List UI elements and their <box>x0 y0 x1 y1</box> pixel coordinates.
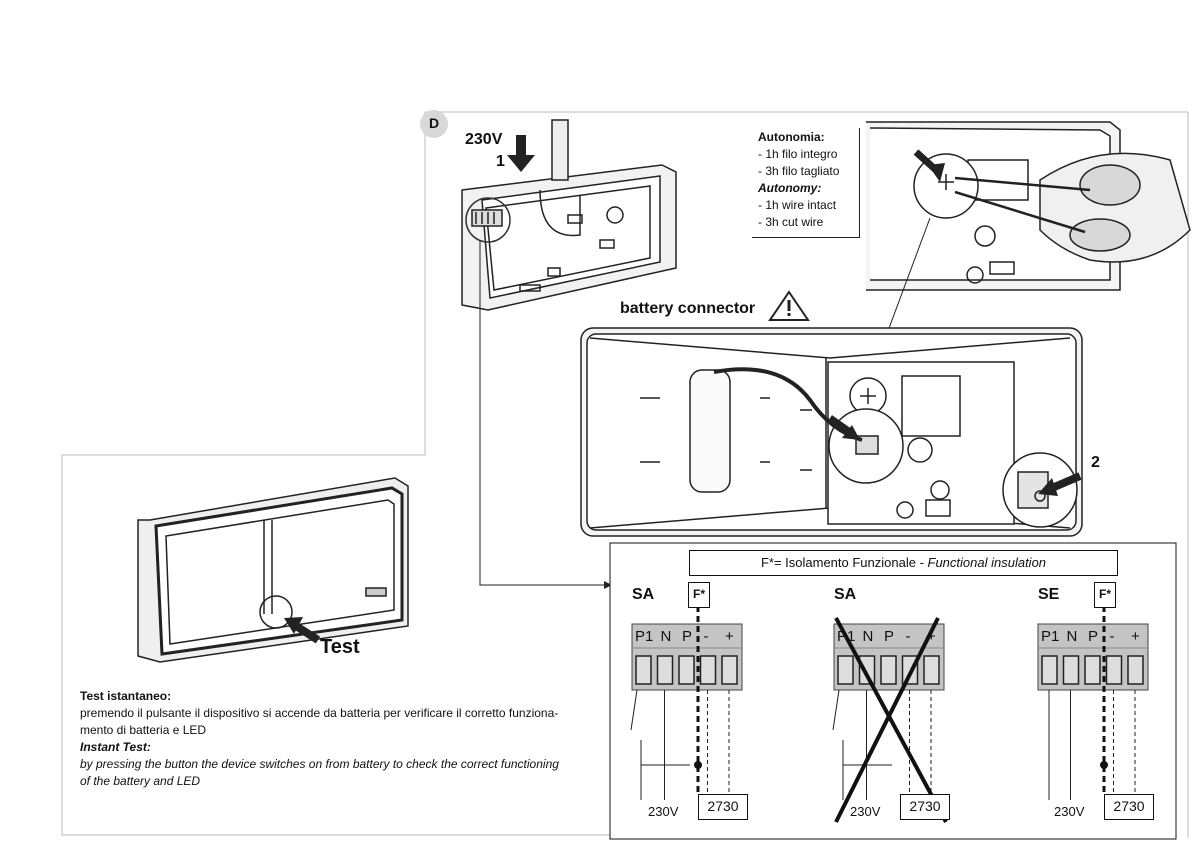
voltage-label: 230V <box>465 131 503 148</box>
wiring-diagram-1 <box>630 606 743 800</box>
step-1-label: 1 <box>496 153 505 170</box>
terminal-slot <box>635 655 652 685</box>
test-description: Test istantaneo: premendo il pulsante il… <box>80 688 559 790</box>
terminal-slot <box>1041 655 1058 685</box>
terminal-label: + <box>725 628 734 645</box>
autonomy-en-title: Autonomy: <box>758 181 822 195</box>
terminal-slot <box>699 655 717 685</box>
test-en-title: Instant Test: <box>80 740 151 754</box>
terminal-label: P1 <box>1041 628 1060 645</box>
terminal-label: - <box>703 628 709 645</box>
test-it-line: mento di batteria e LED <box>80 723 207 737</box>
arrow-test-icon <box>284 617 321 644</box>
leader-line <box>479 240 604 586</box>
voltage-label: 230V <box>648 804 679 819</box>
terminal-slot <box>1105 655 1123 685</box>
wiring-diagram-3 <box>1037 606 1149 800</box>
terminal-label: N <box>660 628 672 645</box>
step-2-label: 2 <box>1091 454 1100 471</box>
test-label: Test <box>320 636 360 658</box>
arrow-left-icon <box>1038 472 1082 496</box>
test-it-title: Test istantaneo: <box>80 689 172 703</box>
cut-wire-illustration <box>866 121 1191 291</box>
terminal-label: P1 <box>837 628 856 645</box>
device-code-label: 2730 <box>1113 798 1145 814</box>
functional-insulation-header: F*= Isolamento Funzionale - Functional i… <box>689 550 1118 576</box>
test-en-line: by pressing the button the device switch… <box>80 757 559 771</box>
device-code-box: 2730 <box>900 794 950 820</box>
terminal-label: + <box>927 628 936 645</box>
terminal-slot <box>880 655 897 685</box>
mode-label: SA <box>632 586 655 603</box>
f-star-label: F* <box>693 587 705 601</box>
voltage-label: 230V <box>850 804 881 819</box>
autonomy-it-title: Autonomia: <box>758 130 825 144</box>
terminal-label: - <box>1109 628 1115 645</box>
test-it-line: premendo il pulsante il dispositivo si a… <box>80 706 559 720</box>
terminal-slot <box>837 655 854 685</box>
terminal-blocks <box>630 606 1149 823</box>
battery-connector-label: battery connector <box>620 300 756 317</box>
autonomy-it-line: - 1h filo integro <box>758 147 838 161</box>
f-star-box: F* <box>1094 582 1116 608</box>
insulation-header-italic: Functional insulation <box>927 555 1047 570</box>
panel-letter-badge <box>420 110 448 138</box>
terminal-label: P <box>884 628 895 645</box>
mode-label: SE <box>1038 586 1060 603</box>
device-code-label: 2730 <box>909 798 941 814</box>
insulation-header-text: F*= Isolamento Funzionale - <box>760 555 928 570</box>
terminal-label: N <box>1066 628 1078 645</box>
closed-device-illustration <box>137 477 409 663</box>
autonomy-en-line: - 3h cut wire <box>758 215 824 229</box>
arrow-diagonal-icon <box>913 149 945 182</box>
device-code-label: 2730 <box>707 798 739 814</box>
battery-housing-illustration <box>580 327 1083 537</box>
autonomy-it-line: - 3h filo tagliato <box>758 164 840 178</box>
test-en-line: of the battery and LED <box>80 774 201 788</box>
warning-triangle-icon <box>768 290 810 321</box>
terminal-slot <box>721 655 738 685</box>
terminal-slot <box>678 655 695 685</box>
device-code-box: 2730 <box>1104 794 1154 820</box>
terminal-label: + <box>1131 628 1140 645</box>
arrow-battery-connector-icon <box>827 415 860 440</box>
mode-label: SA <box>834 586 857 603</box>
terminal-label: - <box>905 628 911 645</box>
wiring-diagram-2 <box>832 617 948 823</box>
terminal-slot <box>1127 655 1144 685</box>
terminal-slot <box>1062 655 1080 685</box>
terminal-slot <box>656 655 674 685</box>
f-star-label: F* <box>1099 587 1111 601</box>
panel-frames <box>61 111 1189 838</box>
panel-letter: D <box>429 115 440 131</box>
open-housing-illustration <box>461 119 677 311</box>
autonomy-callout: Autonomia: - 1h filo integro - 3h filo t… <box>752 128 860 238</box>
autonomy-en-line: - 1h wire intact <box>758 198 837 212</box>
terminal-slot <box>1084 655 1101 685</box>
terminal-label: P1 <box>635 628 654 645</box>
terminal-label: P <box>682 628 693 645</box>
arrow-down-icon <box>507 135 535 172</box>
f-star-box: F* <box>688 582 710 608</box>
device-code-box: 2730 <box>698 794 748 820</box>
terminal-label: N <box>862 628 874 645</box>
terminal-label: P <box>1088 628 1099 645</box>
terminal-slot <box>923 655 940 685</box>
voltage-label: 230V <box>1054 804 1085 819</box>
terminal-slot <box>858 655 876 685</box>
